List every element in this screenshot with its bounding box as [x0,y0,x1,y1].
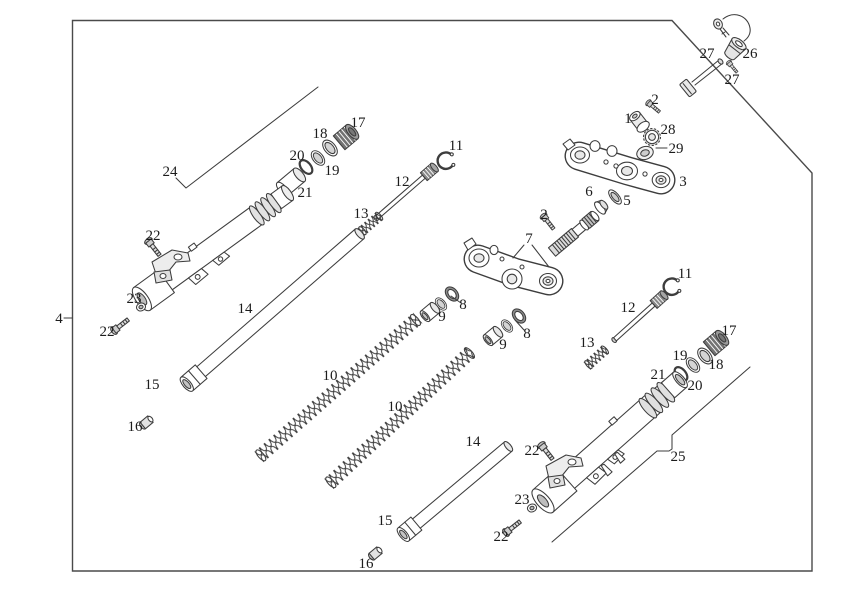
part-caliper-bracket-right [545,454,584,489]
part-inner-tube-14-left [179,228,365,392]
part-label: 3 [679,174,687,190]
part-label: 18 [709,357,724,373]
part-inner-tube-14-right [396,441,514,542]
part-label: 9 [438,309,446,325]
part-piston-ring-8-right [509,305,529,327]
part-outer-tube-right [531,371,688,514]
part-rebound-spring-13-right [583,344,610,370]
part-caliper-bracket-left [151,249,191,284]
part-bearing-race-5 [608,189,622,205]
part-label: 22 [100,324,115,340]
part-label: 17 [351,115,367,131]
leader-group-24 [175,86,319,189]
part-lower-triple-clamp [463,237,564,296]
part-label: 23 [515,492,530,508]
part-label: 12 [395,174,410,190]
part-label: 12 [621,300,636,316]
part-label: 21 [298,185,313,201]
part-label: 27 [700,46,716,62]
part-label: 25 [671,449,686,465]
part-spring-10-left [254,312,423,463]
part-label: 20 [290,148,305,164]
part-label: 6 [585,184,593,200]
part-label: 16 [359,556,375,572]
part-label: 20 [688,378,703,394]
part-label: 1 [624,111,632,127]
part-label: 19 [673,348,688,364]
part-label: 22 [146,228,161,244]
part-label: 4 [55,311,63,327]
part-label: 19 [325,163,340,179]
part-locknut-28 [642,127,662,147]
part-label: 27 [725,72,741,88]
leader-group-25 [551,366,751,543]
part-label: 11 [678,266,692,282]
part-damper-rod-12-left [373,162,439,222]
part-labels: 27 26 27 2 1 28 29 3 6 5 2 7 11 12 13 17… [55,46,758,572]
part-label: 2 [540,207,548,223]
lock-plate [679,79,697,97]
part-spring-10-right [324,345,477,490]
part-label: 7 [525,231,533,247]
part-label: 13 [354,206,369,222]
part-damper-rod-12-right [611,290,669,343]
part-label: 10 [323,368,338,384]
leader-lines [450,147,668,331]
part-handlebar-riser-1 [629,110,650,133]
part-steering-lock-set [679,14,751,97]
part-label: 22 [494,529,509,545]
part-label: 2 [651,92,659,108]
part-label: 18 [313,126,328,142]
part-label: 11 [449,138,463,154]
part-label: 14 [238,301,254,317]
part-label: 16 [128,419,144,435]
part-label: 24 [163,164,179,180]
part-label: 21 [651,367,666,383]
part-label: 8 [523,326,531,342]
lock-cylinder [724,37,747,61]
part-bearing-cone-6 [594,199,609,215]
diagram-border [71,19,813,572]
part-label: 13 [580,335,595,351]
part-steering-stem [547,210,600,257]
part-label: 17 [722,323,738,339]
part-upper-triple-clamp [562,138,676,195]
part-label: 15 [145,377,160,393]
part-label: 26 [743,46,759,62]
part-label: 9 [499,337,507,353]
part-label: 28 [661,122,676,138]
part-label: 23 [127,291,142,307]
part-label: 8 [459,297,467,313]
part-label: 10 [388,399,403,415]
part-label: 15 [378,513,393,529]
part-label: 22 [525,443,540,459]
part-label: 5 [623,193,631,209]
part-seal-29 [636,145,654,161]
part-label: 29 [669,141,684,157]
part-label: 14 [466,434,482,450]
